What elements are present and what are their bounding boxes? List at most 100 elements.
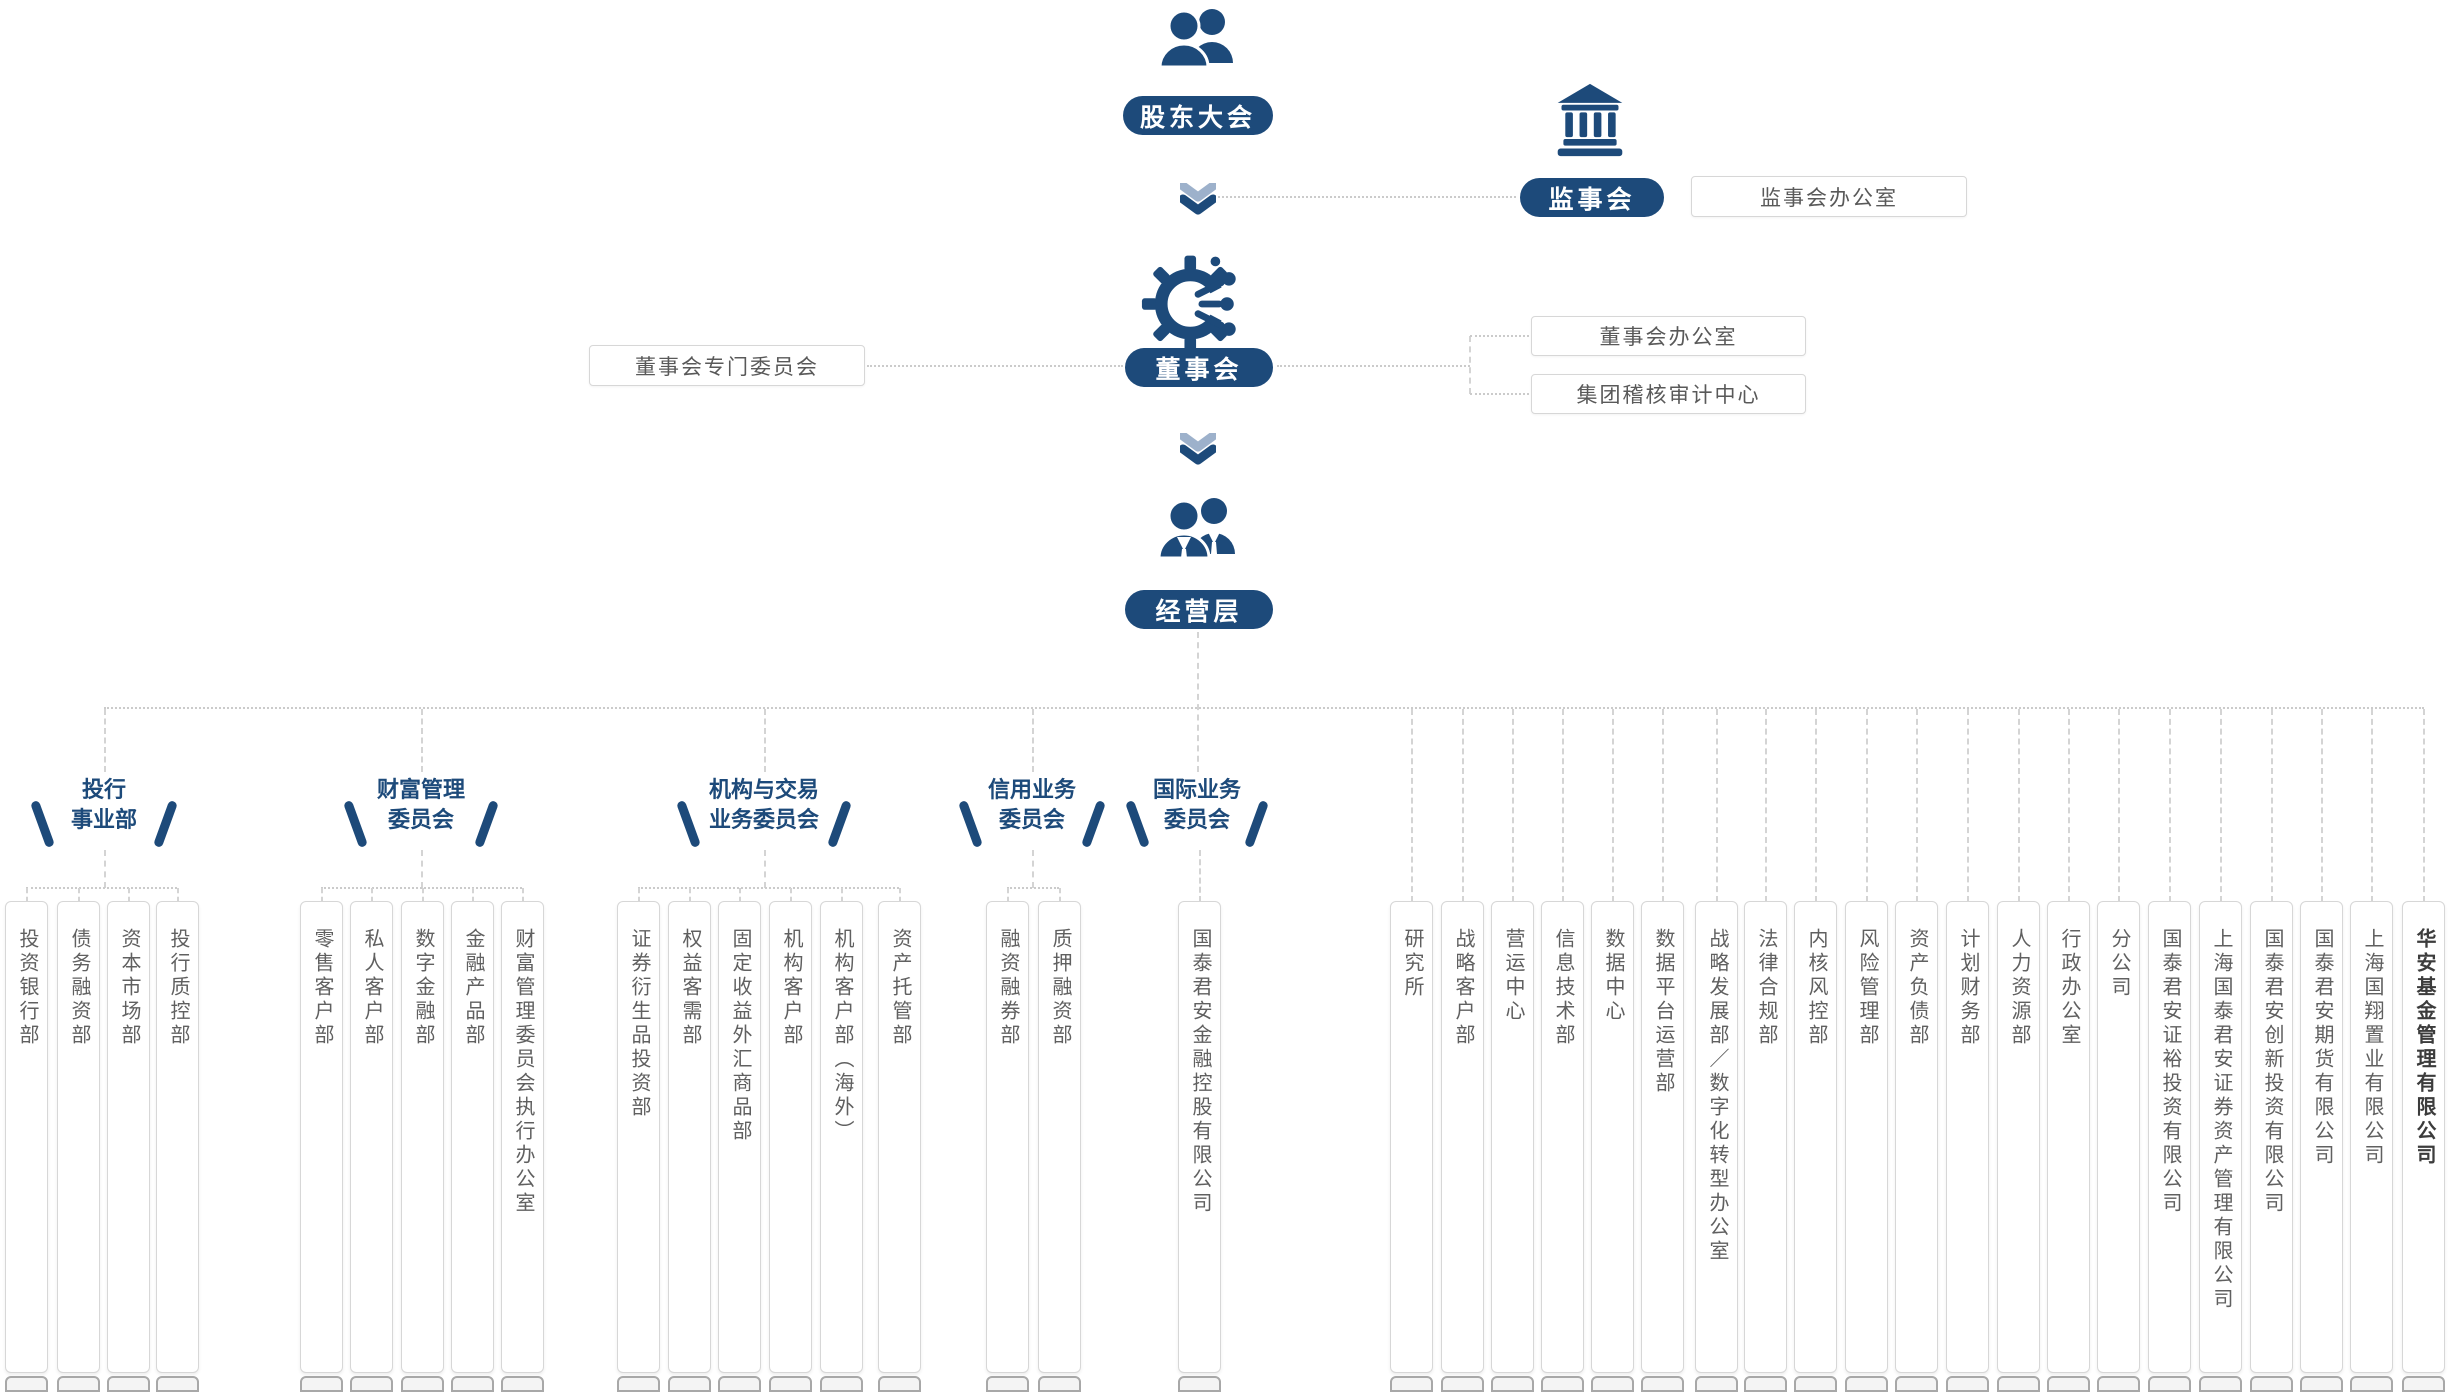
- shareholders-meeting-node: 股东大会: [1123, 96, 1273, 135]
- dept-box: 投行质控部: [156, 901, 199, 1373]
- gear-circuit-icon: [1141, 255, 1256, 353]
- dept-box: 私人客户部: [350, 901, 393, 1373]
- dept-box: 权益客需部: [668, 901, 711, 1373]
- bank-icon: [1557, 83, 1623, 157]
- decorative-slash-left-icon: [676, 799, 701, 849]
- dept-box-next-row-edge: [769, 1376, 812, 1392]
- dept-box: 数据中心: [1591, 901, 1634, 1373]
- group-connector: [1007, 887, 1059, 889]
- connector-audit-center: [1470, 393, 1529, 395]
- dept-box: 金融产品部: [451, 901, 494, 1373]
- box-stub: [522, 888, 524, 902]
- committee-label: 国际业务委员会: [1153, 775, 1241, 835]
- decorative-slash-right-icon: [1081, 799, 1106, 849]
- decorative-slash-left-icon: [1125, 799, 1150, 849]
- unit-stub: [2169, 709, 2171, 902]
- dept-box-next-row-edge: [668, 1376, 711, 1392]
- dept-box: 资产托管部: [878, 901, 921, 1373]
- box-stub: [899, 888, 901, 902]
- dept-box: 风险管理部: [1845, 901, 1888, 1373]
- committee-label-line: 投行: [81, 777, 127, 802]
- decorative-slash-left-icon: [30, 799, 55, 849]
- box-stub: [1007, 888, 1009, 902]
- dept-box: 质押融资部: [1038, 901, 1081, 1373]
- board-of-directors-node: 董事会: [1125, 348, 1273, 387]
- dept-box: 债务融资部: [57, 901, 100, 1373]
- supervisory-board-office-node: 监事会办公室: [1691, 176, 1967, 217]
- dept-box: 行政办公室: [2047, 901, 2090, 1373]
- dept-box-next-row-edge: [2350, 1376, 2393, 1392]
- unit-stub: [2321, 709, 2323, 902]
- unit-stub: [1662, 709, 1664, 902]
- dept-box: 计划财务部: [1946, 901, 1989, 1373]
- dept-box: 数据平台运营部: [1641, 901, 1684, 1373]
- unit-stub: [2018, 709, 2020, 902]
- box-stub: [739, 888, 741, 902]
- decorative-slash-right-icon: [1244, 799, 1269, 849]
- box-stub: [422, 888, 424, 902]
- committee-stub: [104, 709, 106, 772]
- box-stub: [689, 888, 691, 902]
- unit-stub: [1411, 709, 1413, 902]
- dept-box-next-row-edge: [2300, 1376, 2343, 1392]
- committee-label: 财富管理委员会: [377, 775, 465, 835]
- connector-shareholders-supervisory: [1218, 196, 1516, 198]
- committee-branch: [1032, 850, 1034, 888]
- dept-box-next-row-edge: [2097, 1376, 2140, 1392]
- board-special-committees-node: 董事会专门委员会: [589, 345, 865, 386]
- dept-box-next-row-edge: [2250, 1376, 2293, 1392]
- management-drop-connector: [1197, 632, 1199, 772]
- dept-box: 战略发展部／数字化转型办公室: [1695, 901, 1738, 1373]
- committee-label: 机构与交易业务委员会: [709, 775, 819, 835]
- box-stub: [638, 888, 640, 902]
- dept-box: 上海国翔置业有限公司: [2350, 901, 2393, 1373]
- box-stub: [26, 888, 28, 902]
- two-people-icon: [1158, 9, 1233, 69]
- dept-box: 分公司: [2097, 901, 2140, 1373]
- unit-stub: [2068, 709, 2070, 902]
- dept-box-next-row-edge: [1946, 1376, 1989, 1392]
- dept-box: 资本市场部: [107, 901, 150, 1373]
- double-chevron-down-icon: [1180, 183, 1216, 215]
- dept-box: 国泰君安金融控股有限公司: [1178, 901, 1221, 1373]
- dept-box: 投资银行部: [5, 901, 48, 1373]
- two-businesspeople-icon: [1157, 498, 1235, 560]
- box-stub: [1059, 888, 1061, 902]
- dept-box-next-row-edge: [1895, 1376, 1938, 1392]
- dept-box-next-row-edge: [501, 1376, 544, 1392]
- dept-box: 战略客户部: [1441, 901, 1484, 1373]
- decorative-slash-right-icon: [827, 799, 852, 849]
- unit-stub: [2118, 709, 2120, 902]
- dept-box: 国泰君安期货有限公司: [2300, 901, 2343, 1373]
- dept-box-next-row-edge: [1541, 1376, 1584, 1392]
- committee-label-line: 事业部: [70, 807, 138, 832]
- dept-box-next-row-edge: [2047, 1376, 2090, 1392]
- dept-box-next-row-edge: [2148, 1376, 2191, 1392]
- box-stub: [128, 888, 130, 902]
- committee-label: 投行事业部: [71, 775, 137, 835]
- committee-branch: [104, 850, 106, 888]
- unit-stub: [2220, 709, 2222, 902]
- dept-box: 法律合规部: [1744, 901, 1787, 1373]
- dept-box-next-row-edge: [1641, 1376, 1684, 1392]
- dept-box-next-row-edge: [401, 1376, 444, 1392]
- group-audit-center-node: 集团稽核审计中心: [1531, 374, 1806, 414]
- unit-stub: [1765, 709, 1767, 902]
- dept-box-next-row-edge: [1695, 1376, 1738, 1392]
- group-connector: [638, 887, 899, 889]
- box-stub: [78, 888, 80, 902]
- dept-box-next-row-edge: [1997, 1376, 2040, 1392]
- unit-stub: [2271, 709, 2273, 902]
- committee-label-line: 业务委员会: [708, 807, 820, 832]
- unit-stub: [1866, 709, 1868, 902]
- unit-stub: [2371, 709, 2373, 902]
- dept-box-next-row-edge: [451, 1376, 494, 1392]
- dept-box: 固定收益外汇商品部: [718, 901, 761, 1373]
- box-stub: [321, 888, 323, 902]
- box-stub: [472, 888, 474, 902]
- unit-stub: [1612, 709, 1614, 902]
- dept-box-next-row-edge: [1038, 1376, 1081, 1392]
- committee-label-line: 财富管理: [376, 777, 466, 802]
- dept-box-next-row-edge: [1744, 1376, 1787, 1392]
- connector-board-left: [867, 365, 1123, 367]
